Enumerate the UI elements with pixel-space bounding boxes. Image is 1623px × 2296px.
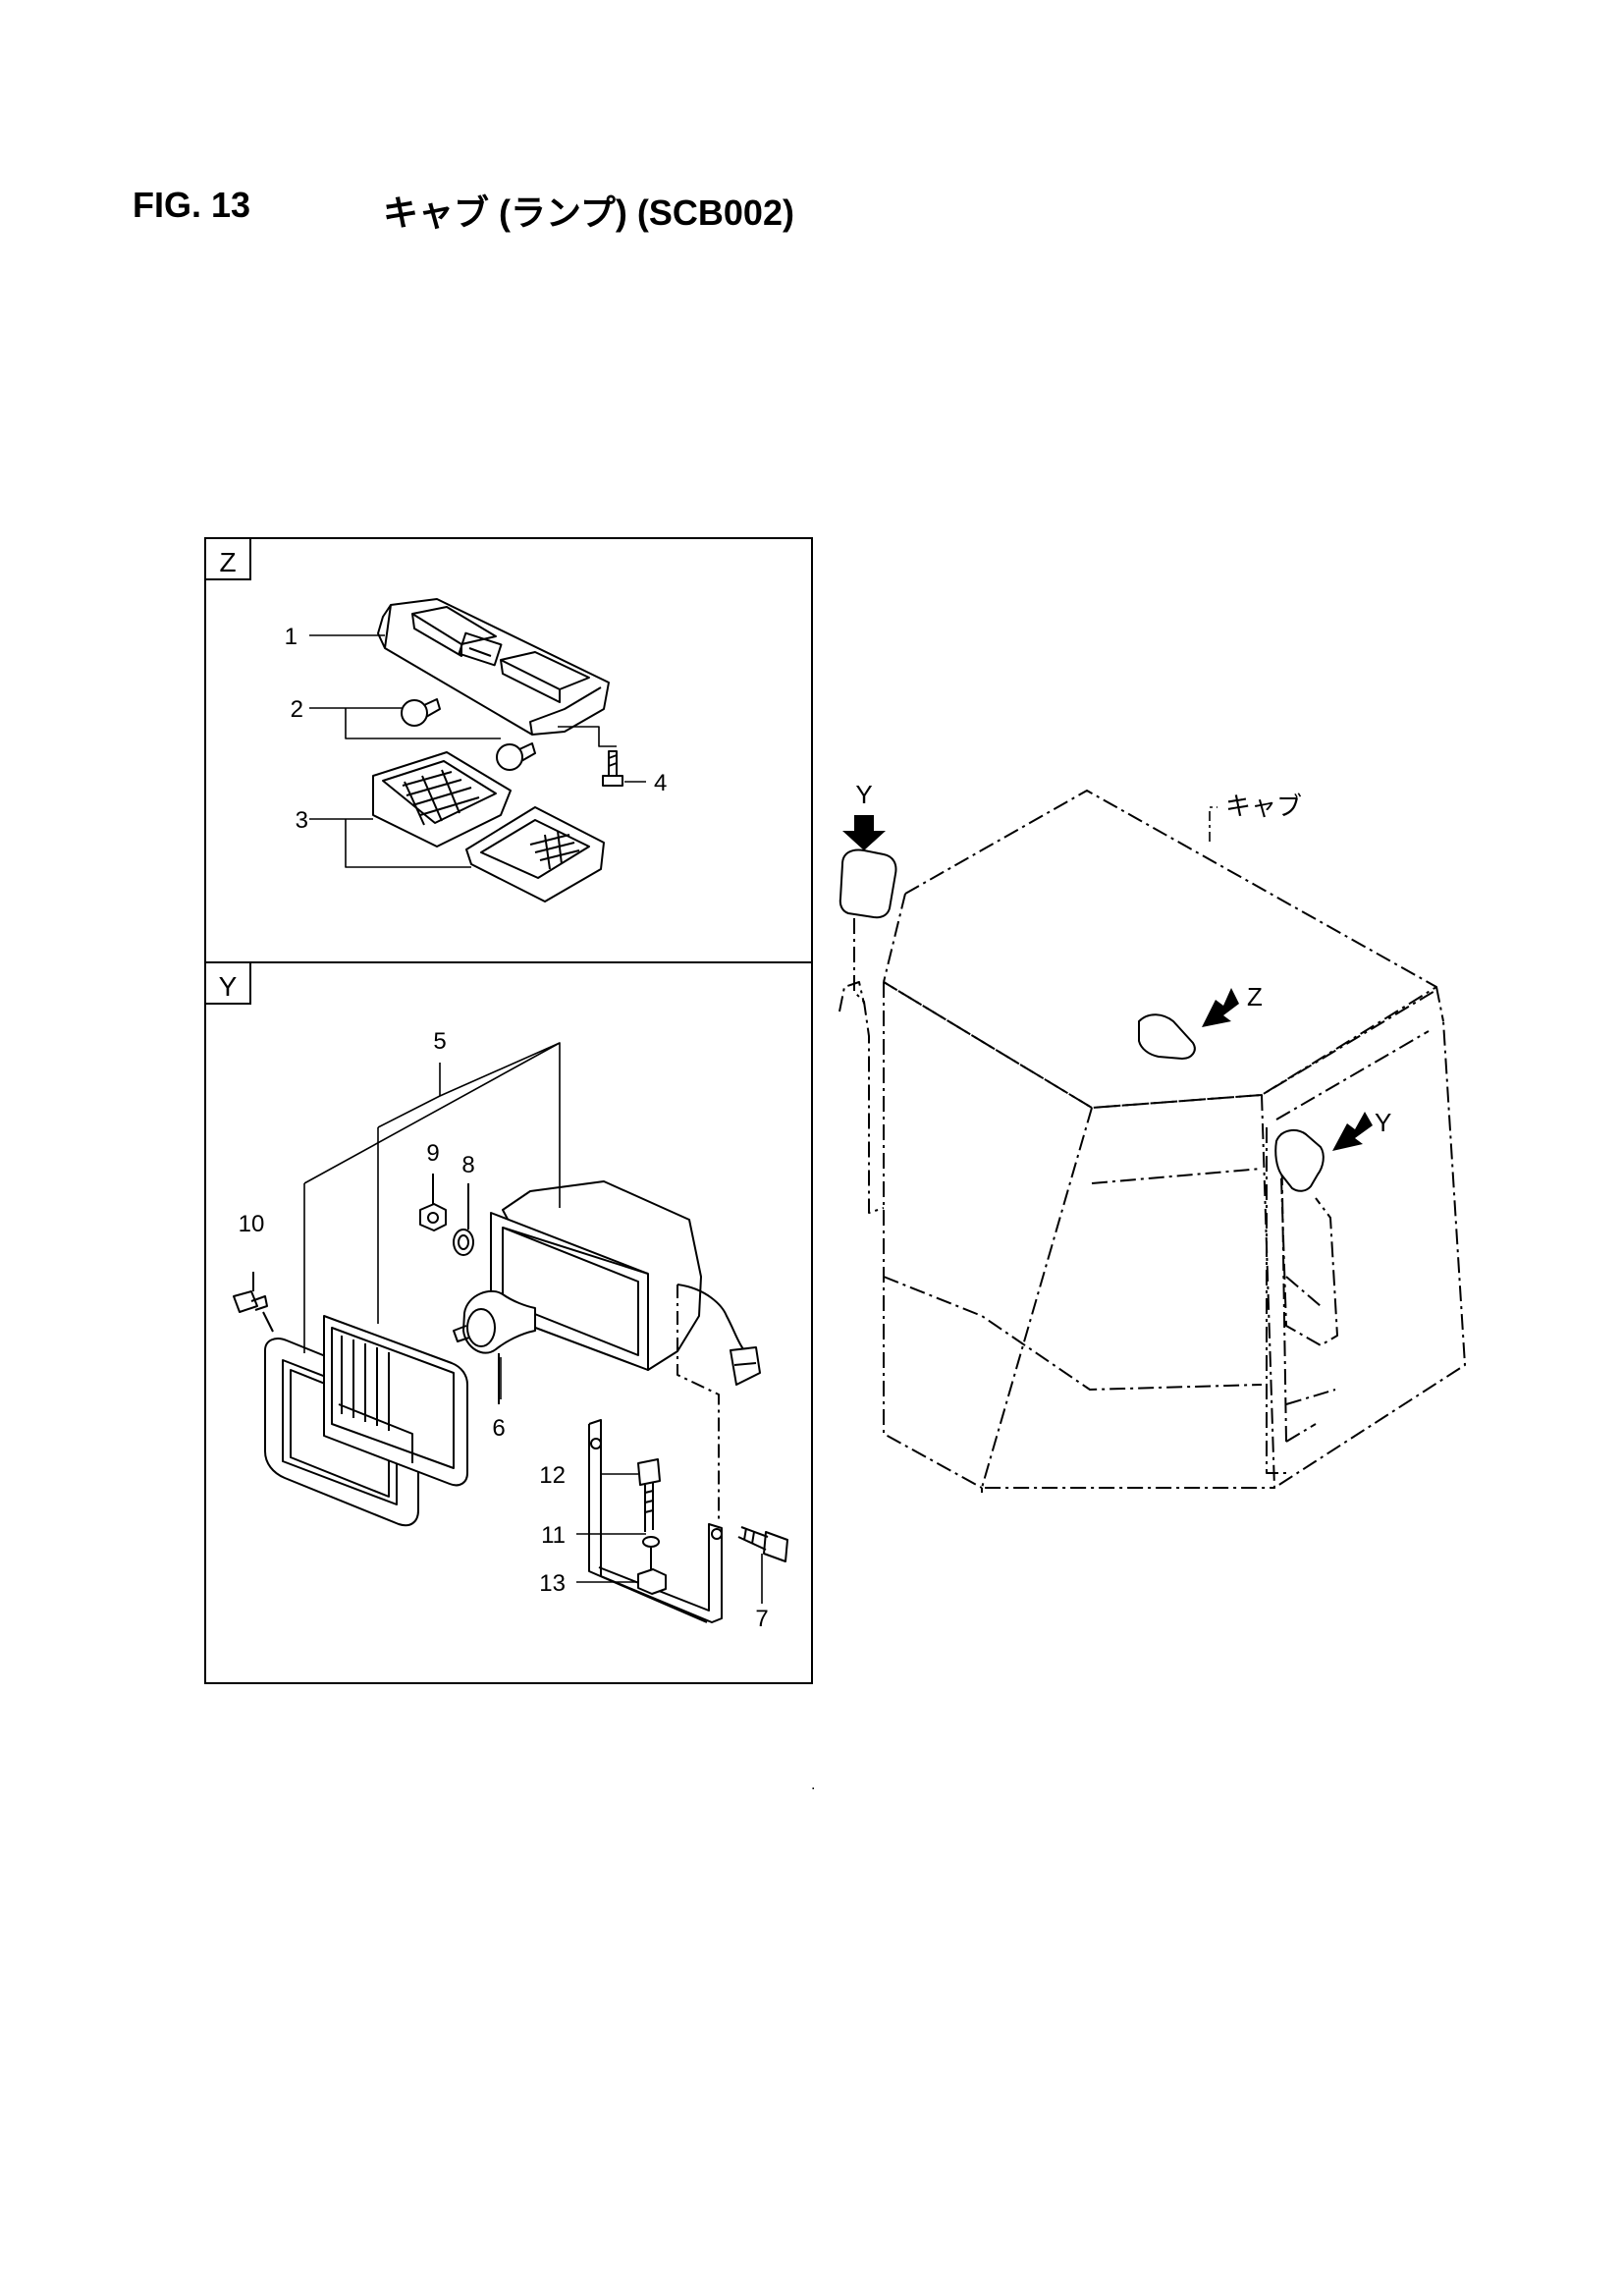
washer-8 xyxy=(453,1183,474,1256)
cab-label-leader xyxy=(1209,806,1217,842)
callout-5: 5 xyxy=(433,1028,446,1055)
lens-left xyxy=(372,751,512,847)
washer-11 xyxy=(642,1536,660,1548)
callout-3: 3 xyxy=(296,807,308,834)
bracket xyxy=(588,1419,723,1623)
panel-z-label-box xyxy=(204,537,251,580)
leader-lines-z xyxy=(309,634,646,868)
arrow-y-right-label: Y xyxy=(1375,1108,1391,1137)
callout-11: 11 xyxy=(541,1522,566,1549)
arrow-z-label: Z xyxy=(1247,982,1263,1011)
lamp-body xyxy=(377,598,610,736)
bulb-h xyxy=(453,1289,536,1404)
callout-4: 4 xyxy=(654,770,667,796)
lamp-housing xyxy=(490,1180,702,1371)
cab-left-side xyxy=(883,982,983,1489)
cab-lamp-top-left xyxy=(839,848,897,919)
cab-lamp-roof-z xyxy=(1138,1013,1196,1061)
gasket xyxy=(323,1315,468,1487)
mounting-link xyxy=(676,1285,720,1522)
cable-connector xyxy=(676,1284,761,1386)
arrow-y-right xyxy=(1332,1112,1373,1151)
callout-2: 2 xyxy=(291,696,303,723)
callout-6: 6 xyxy=(492,1415,505,1442)
arrow-z xyxy=(1202,988,1239,1027)
cab-lamps xyxy=(839,848,1325,1192)
cab-roof xyxy=(883,790,1437,1109)
bulbs xyxy=(401,698,536,771)
cab-lamp-right xyxy=(1274,1128,1325,1192)
nut-13 xyxy=(637,1548,667,1595)
footer-mark: . xyxy=(811,1777,815,1793)
callout-13: 13 xyxy=(539,1570,566,1597)
work-lamp-assembly xyxy=(233,1042,788,1623)
nut-9 xyxy=(419,1174,447,1231)
room-lamp-assembly xyxy=(309,598,646,902)
callout-9: 9 xyxy=(426,1140,439,1167)
panel-z-label: Z xyxy=(219,547,236,577)
screw xyxy=(602,750,623,787)
panel-y-label-box xyxy=(204,961,251,1005)
cab-right-side xyxy=(1261,1020,1466,1489)
leader-lines-y xyxy=(303,1042,763,1604)
lens-right xyxy=(465,806,605,902)
detail-frame xyxy=(204,537,813,1684)
bolt-7 xyxy=(737,1526,788,1562)
cab-labels: キャブ Y Z Y xyxy=(855,780,1391,1137)
callouts-z: 1 2 3 4 xyxy=(285,624,668,834)
callout-8: 8 xyxy=(461,1152,474,1178)
figure-title: キャブ (ランプ) (SCB002) xyxy=(383,192,794,233)
callout-1: 1 xyxy=(285,624,298,650)
callout-10: 10 xyxy=(239,1211,265,1237)
bolt-10 xyxy=(233,1272,274,1333)
detail-panels xyxy=(204,537,813,1684)
figure-number: FIG. 13 xyxy=(133,185,251,225)
callout-7: 7 xyxy=(755,1606,768,1632)
arrow-y-top-label: Y xyxy=(855,780,872,809)
bolt-12 xyxy=(637,1458,661,1532)
cab-label: キャブ xyxy=(1225,792,1302,821)
cab-overview xyxy=(839,790,1466,1493)
panel-y-label: Y xyxy=(219,971,238,1002)
callout-12: 12 xyxy=(539,1462,566,1489)
callouts-y: 5 9 8 10 6 12 11 13 7 xyxy=(239,1028,769,1632)
view-arrows xyxy=(842,815,1373,1151)
arrow-y-top xyxy=(842,815,886,850)
